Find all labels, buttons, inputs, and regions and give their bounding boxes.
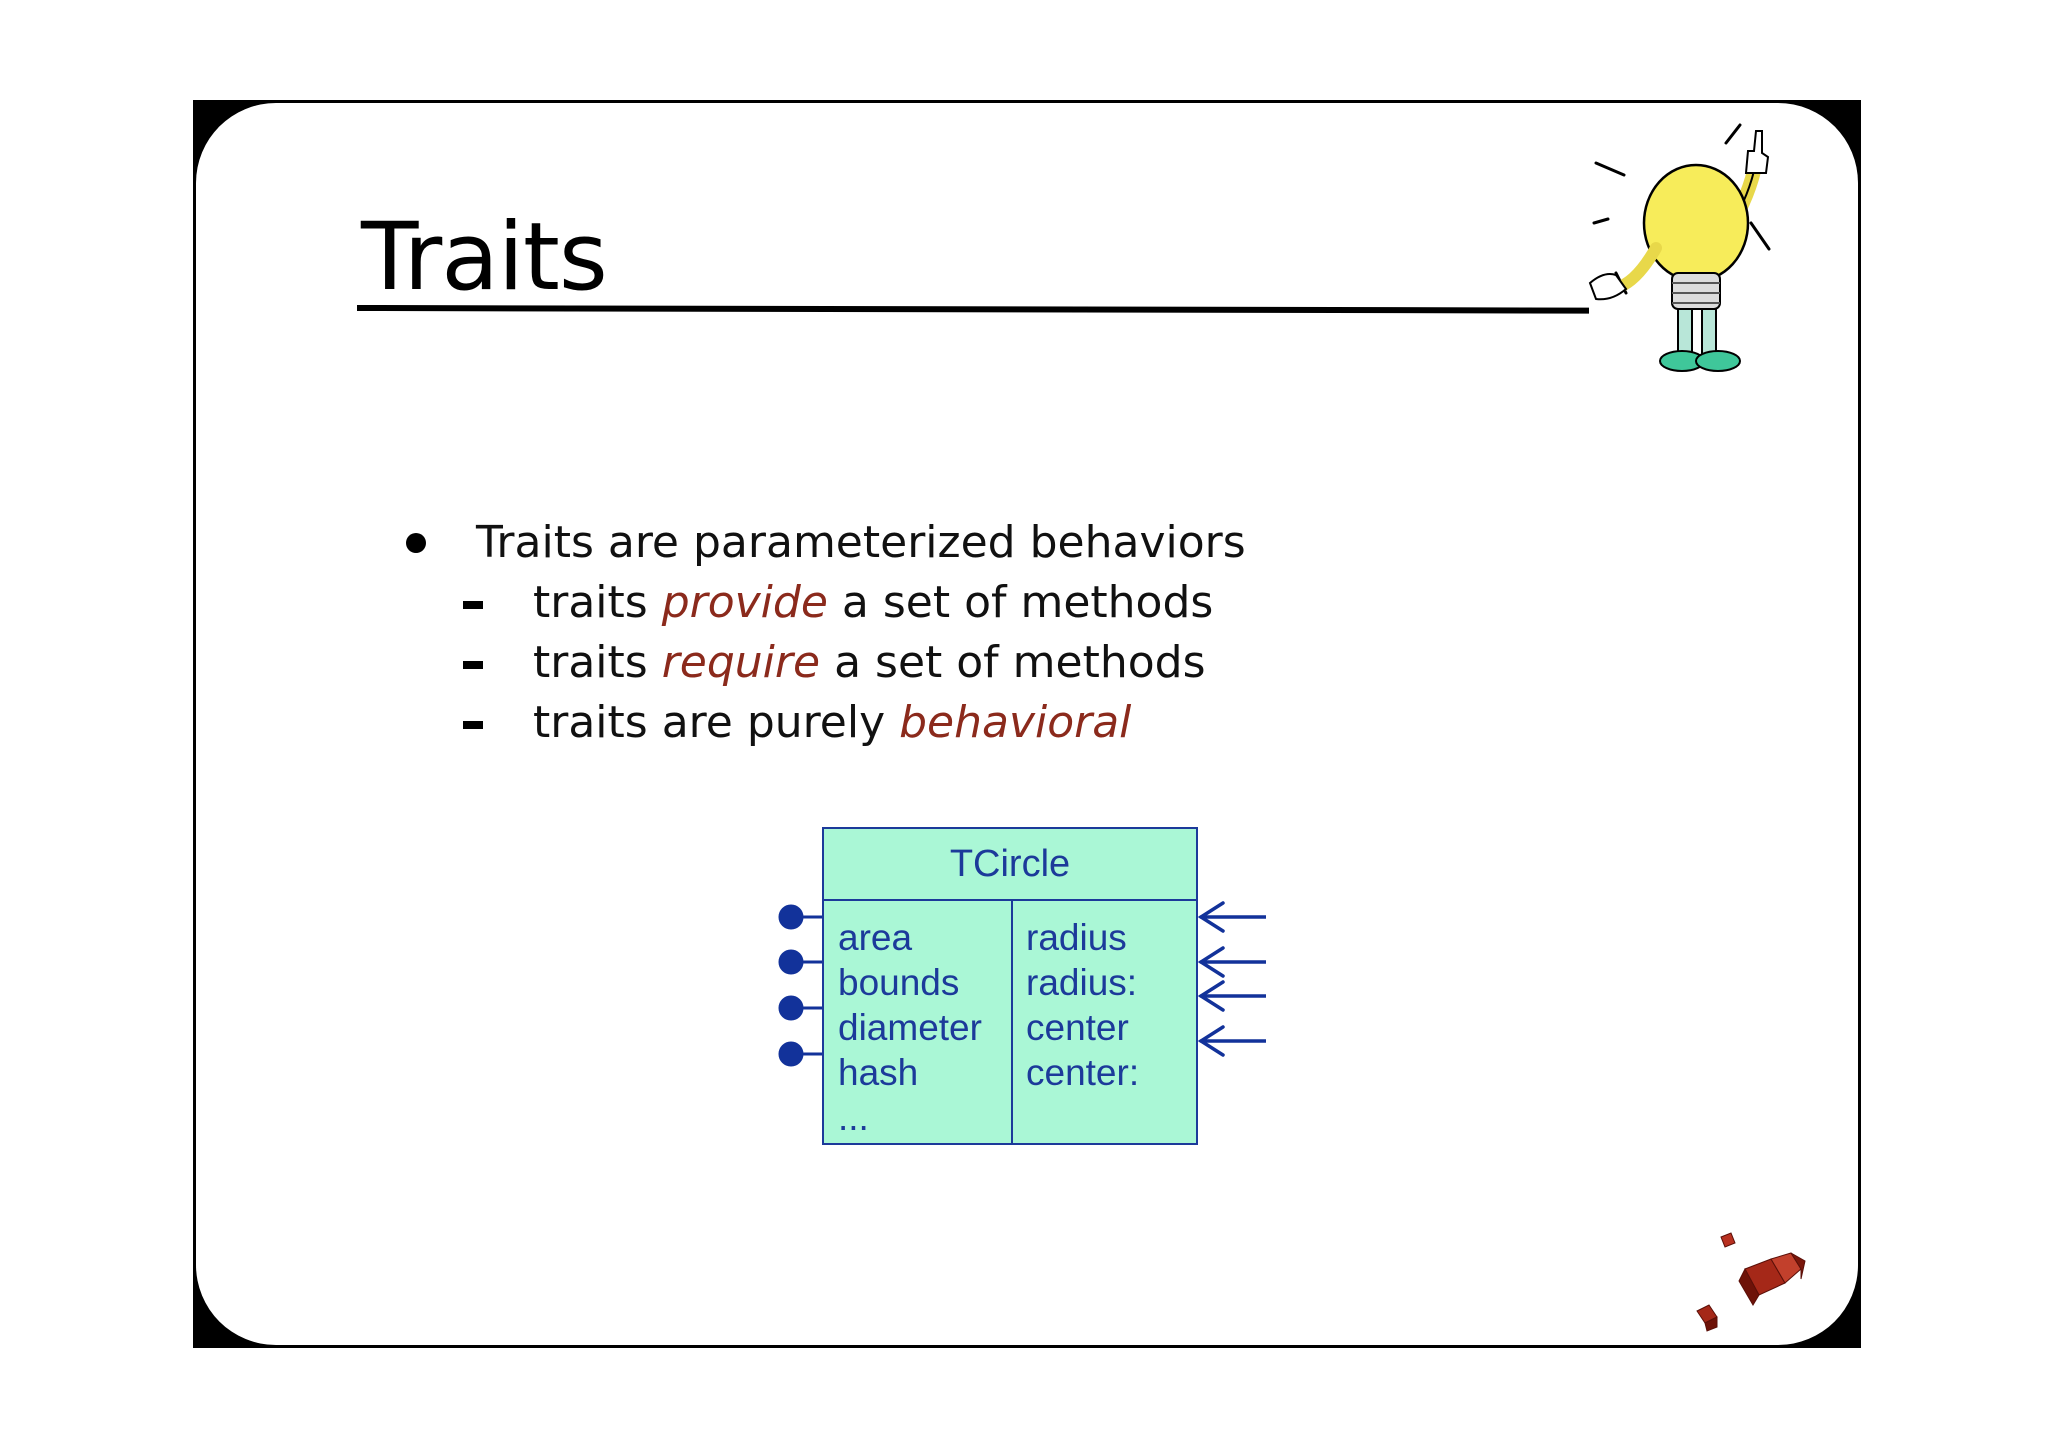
trait-box: TCircle area bounds diameter hash ... ra… <box>822 827 1198 1145</box>
required-method: center: <box>1026 1052 1140 1093</box>
lightbulb-mascot-icon <box>1588 123 1771 372</box>
bullet-item: Traits are parameterized behaviors <box>396 513 1246 573</box>
red-cubes-logo-icon <box>1696 1232 1806 1332</box>
required-arrow-icon <box>1197 1025 1266 1057</box>
sub-bullet-emphasis: provide <box>661 577 828 628</box>
provided-method: area <box>838 917 913 958</box>
provided-method: ... <box>838 1097 869 1138</box>
provided-method: bounds <box>838 962 960 1003</box>
sub-bullet-post: a set of methods <box>827 577 1214 628</box>
sub-bullet-emphasis: behavioral <box>899 697 1132 748</box>
title-underline <box>356 305 1590 314</box>
required-method: center <box>1026 1007 1129 1048</box>
required-methods: radius radius: center center: <box>1026 915 1139 1095</box>
provided-method: hash <box>838 1052 919 1093</box>
column-divider <box>1011 901 1013 1145</box>
dash-icon <box>463 721 483 729</box>
sub-bullet-pre: traits <box>533 577 662 628</box>
required-arrow-icon <box>1197 946 1266 978</box>
provided-method: diameter <box>838 1007 982 1048</box>
sub-bullet-item: traits require a set of methods <box>396 633 1246 693</box>
slide: Traits <box>196 103 1858 1345</box>
required-arrow-icon <box>1197 980 1266 1012</box>
trait-name: TCircle <box>824 829 1196 901</box>
trait-body: area bounds diameter hash ... radius rad… <box>824 901 1196 1145</box>
sub-bullet-item: traits provide a set of methods <box>396 573 1246 633</box>
slide-title: Traits <box>361 203 608 312</box>
trait-connectors <box>778 901 1266 1067</box>
required-method: radius: <box>1026 962 1138 1003</box>
bullet-dot-icon <box>406 533 426 553</box>
sub-bullet-emphasis: require <box>661 637 821 688</box>
bullet-list: Traits are parameterized behaviors trait… <box>396 513 1246 753</box>
required-arrow-icon <box>1197 901 1266 933</box>
sub-bullet-item: traits are purely behavioral <box>396 693 1246 753</box>
bullet-text: Traits are parameterized behaviors <box>476 517 1246 568</box>
sub-bullet-pre: traits are purely <box>533 697 900 748</box>
sub-bullet-pre: traits <box>533 637 662 688</box>
dash-icon <box>463 601 483 609</box>
provided-methods: area bounds diameter hash ... <box>838 915 982 1140</box>
sub-bullet-post: a set of methods <box>820 637 1206 688</box>
dash-icon <box>463 661 483 669</box>
required-method: radius <box>1026 917 1127 958</box>
